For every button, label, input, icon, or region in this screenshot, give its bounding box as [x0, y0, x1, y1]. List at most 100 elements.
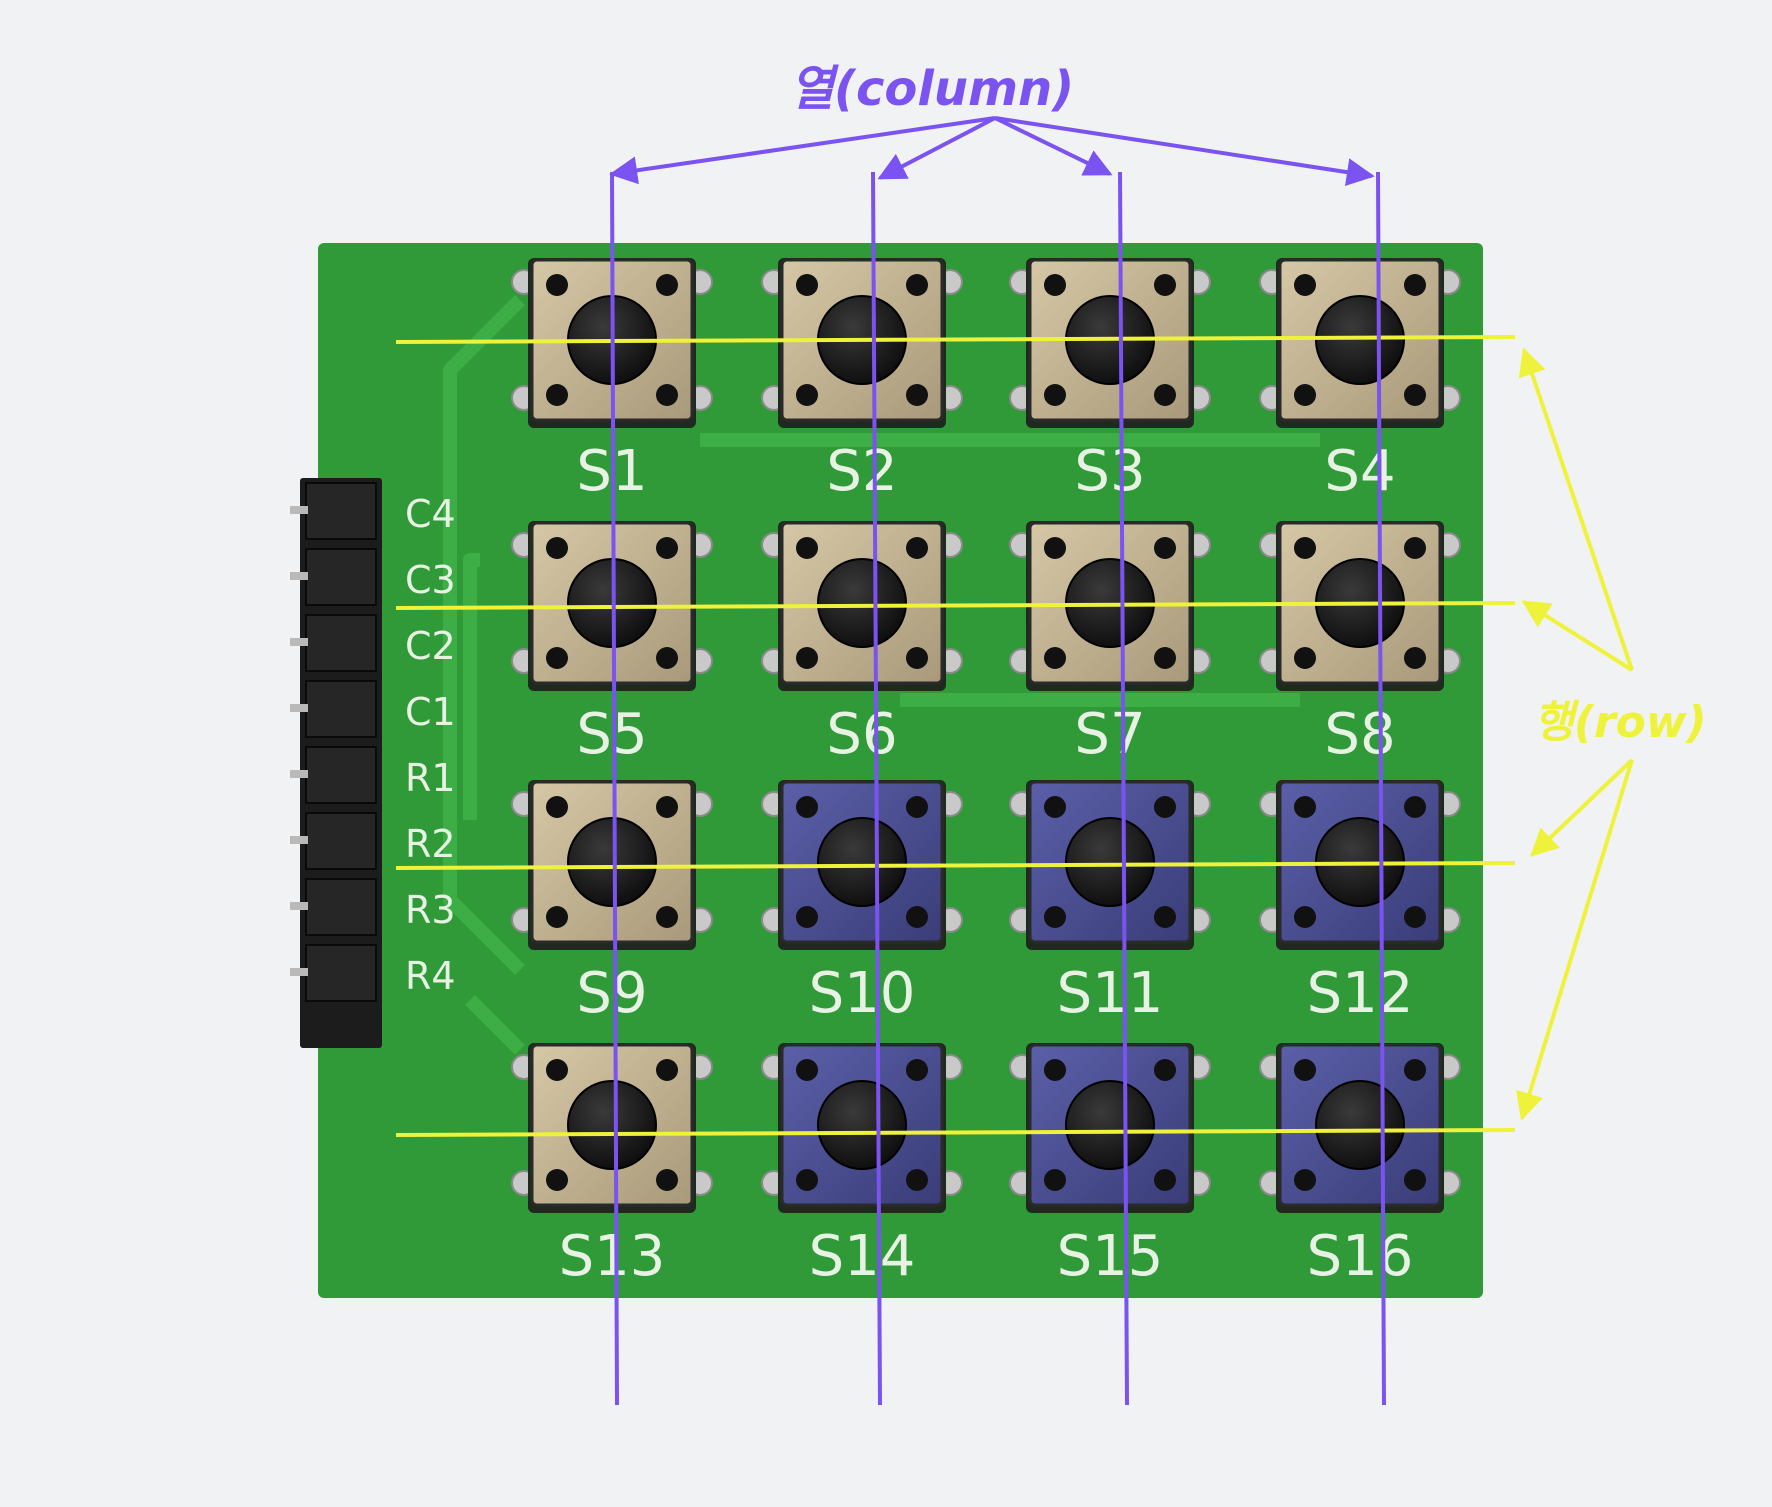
switch-corner-dot [1404, 906, 1426, 928]
switch-button-cap [567, 817, 657, 907]
switch-corner-dot [796, 796, 818, 818]
row-arrow [1518, 347, 1634, 671]
switch-corner-dot [656, 1169, 678, 1191]
switch-corner-dot [796, 906, 818, 928]
switch-button-cap [817, 1080, 907, 1170]
switch-label: S3 [1074, 439, 1145, 504]
switch-corner-dot [1294, 384, 1316, 406]
pin-label: C1 [405, 690, 456, 734]
switch-corner-dot [1044, 1169, 1066, 1191]
switch-corner-dot [906, 796, 928, 818]
switch-corner-dot [1044, 274, 1066, 296]
switch-corner-dot [906, 537, 928, 559]
column-arrow [994, 116, 1375, 187]
row-lines [395, 335, 1516, 1137]
switch-button-cap [817, 817, 907, 907]
row-line [395, 861, 1516, 870]
switch-label: S4 [1324, 439, 1395, 504]
switch-label: S5 [576, 702, 647, 767]
tactile-switch: S14 [761, 1043, 963, 1289]
header-pin-metal [290, 902, 308, 910]
row-arrow [1521, 600, 1634, 672]
pin-label: R4 [405, 954, 456, 998]
tactile-switch: S4 [1259, 258, 1461, 504]
switch-corner-dot [1294, 796, 1316, 818]
switch-button-cap [1315, 295, 1405, 385]
switch-label: S10 [809, 961, 916, 1026]
column-line [1118, 171, 1129, 1406]
switch-corner-dot [906, 906, 928, 928]
row-annotation [1516, 347, 1634, 1121]
header-pin-metal [290, 506, 308, 514]
switch-corner-dot [1404, 647, 1426, 669]
switch-corner-dot [1154, 537, 1176, 559]
header-pin-metal [290, 968, 308, 976]
switch-corner-dot [656, 537, 678, 559]
row-line [395, 601, 1516, 610]
switch-corner-dot [656, 384, 678, 406]
header-pin [305, 878, 377, 936]
switch-corner-dot [1044, 796, 1066, 818]
switch-label: S6 [826, 702, 897, 767]
switch-corner-dot [546, 906, 568, 928]
row-line [395, 335, 1516, 344]
header-pin [305, 614, 377, 672]
switch-corner-dot [546, 384, 568, 406]
switch-button-cap [1315, 1080, 1405, 1170]
switch-corner-dot [1294, 274, 1316, 296]
switch-corner-dot [546, 647, 568, 669]
switch-label: S2 [826, 439, 897, 504]
switch-corner-dot [906, 647, 928, 669]
switch-corner-dot [546, 537, 568, 559]
column-lines [610, 171, 1386, 1406]
row-label: 행(row) [1533, 697, 1706, 748]
switch-corner-dot [1404, 537, 1426, 559]
switch-corner-dot [796, 384, 818, 406]
switch-corner-dot [1294, 647, 1316, 669]
switch-corner-dot [546, 1059, 568, 1081]
switch-corner-dot [1044, 1059, 1066, 1081]
switch-corner-dot [796, 647, 818, 669]
switch-corner-dot [796, 274, 818, 296]
switch-corner-dot [906, 1059, 928, 1081]
pin-label: C2 [405, 624, 456, 668]
pcb-board [318, 243, 1483, 1298]
switch-corner-dot [1404, 1169, 1426, 1191]
tactile-switch: S8 [1259, 521, 1461, 767]
switch-corner-dot [1154, 906, 1176, 928]
pcb-traces [443, 295, 1420, 1055]
switch-button-cap [1065, 1080, 1155, 1170]
switch-label: S13 [559, 1224, 666, 1289]
tactile-switch: S13 [511, 1043, 713, 1289]
column-annotation [609, 116, 1375, 187]
column-line [610, 171, 619, 1406]
switch-label: S15 [1057, 1224, 1164, 1289]
pcb-trace [465, 995, 525, 1055]
column-line [1376, 171, 1386, 1406]
switch-corner-dot [1154, 1059, 1176, 1081]
tactile-switch: S15 [1009, 1043, 1211, 1289]
pin-header [290, 478, 382, 1048]
header-pin-metal [290, 836, 308, 844]
switch-corner-dot [656, 796, 678, 818]
switch-corner-dot [1154, 274, 1176, 296]
switch-corner-dot [1294, 1169, 1316, 1191]
header-pin-metal [290, 704, 308, 712]
switch-corner-dot [796, 1059, 818, 1081]
pcb-trace [443, 295, 525, 975]
switch-corner-dot [656, 906, 678, 928]
switch-label: S8 [1324, 702, 1395, 767]
header-pin [305, 548, 377, 606]
switch-corner-dot [1404, 1059, 1426, 1081]
column-arrow [609, 116, 996, 185]
switch-label: S9 [576, 961, 647, 1026]
switch-corner-dot [1154, 647, 1176, 669]
column-label: 열(column) [790, 61, 1074, 117]
header-pin [305, 944, 377, 1002]
switch-label: S7 [1074, 702, 1145, 767]
switch-corner-dot [546, 1169, 568, 1191]
header-pin-metal [290, 638, 308, 646]
pcb-trace [463, 553, 480, 820]
